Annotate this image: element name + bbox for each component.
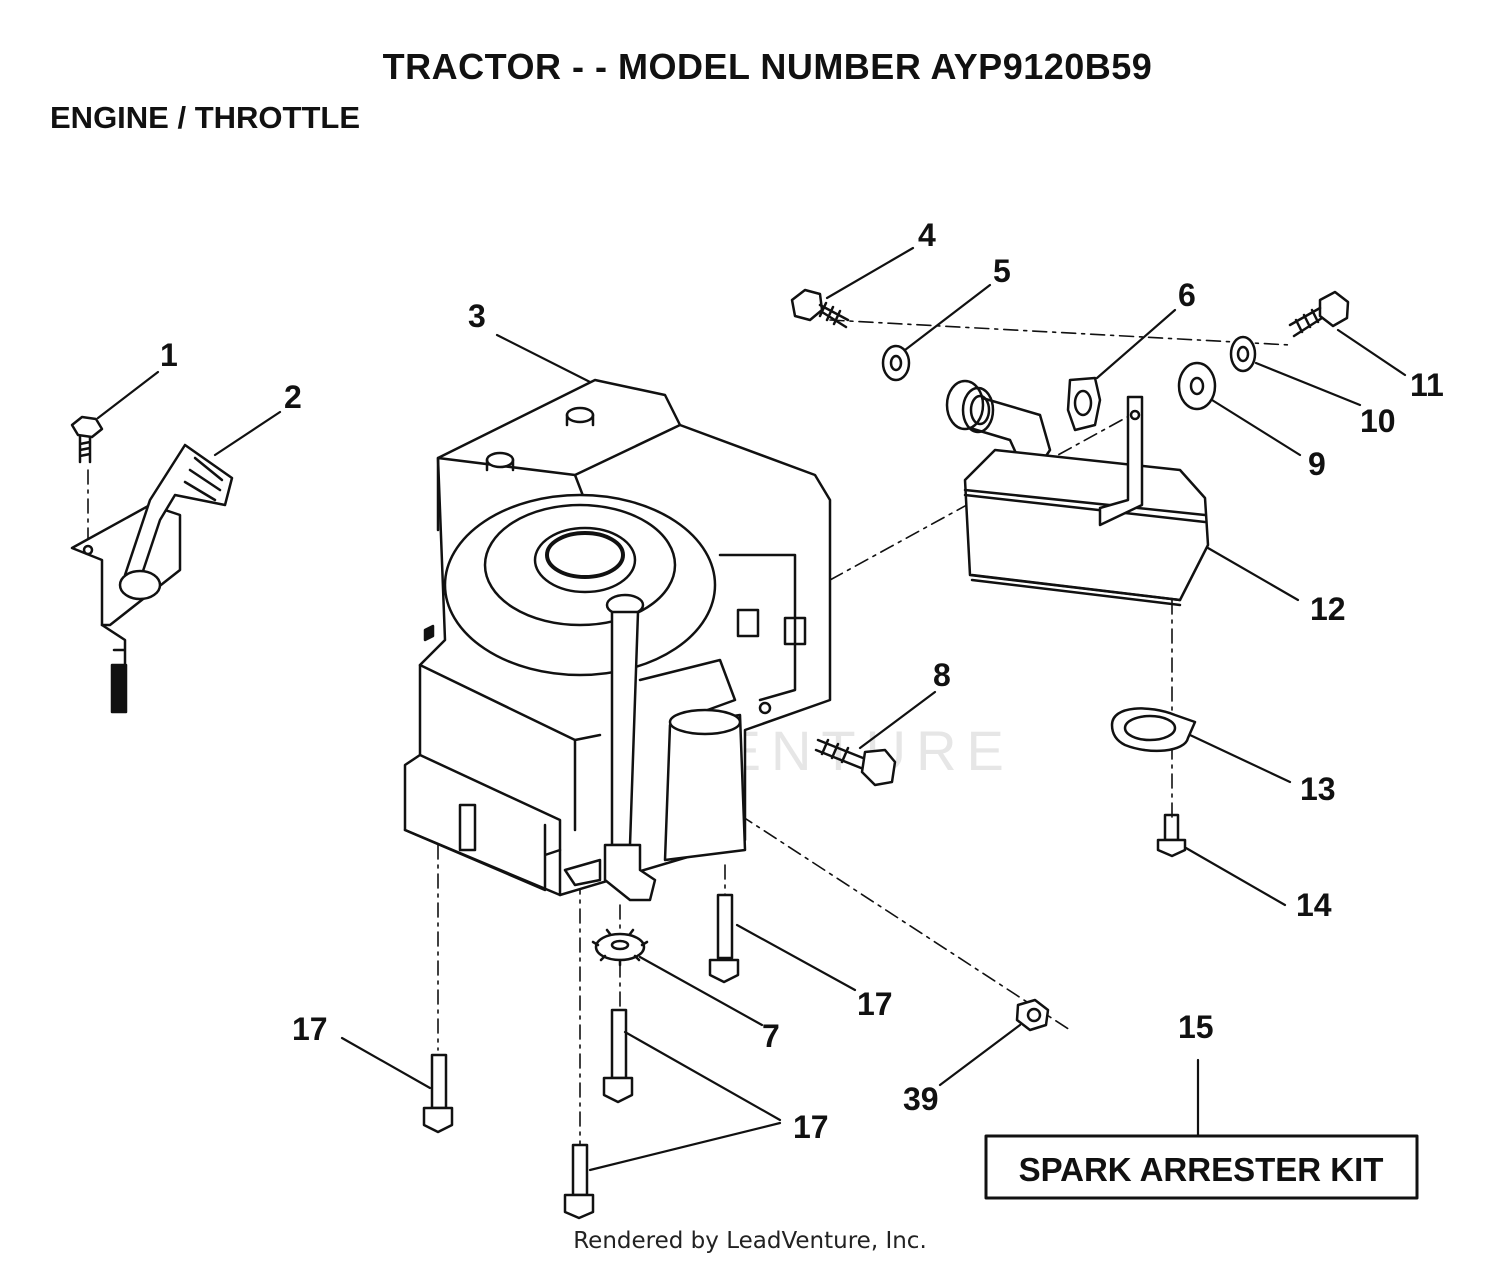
part-17-bolt-d (563, 1143, 595, 1220)
callout-11: 11 (1410, 367, 1444, 403)
part-5-washer (881, 344, 911, 382)
callout-3: 3 (468, 298, 486, 334)
part-4-bolt (790, 288, 850, 329)
part-17-bolt-b (422, 1053, 454, 1134)
callout-15: 15 (1178, 1009, 1214, 1045)
part-8-bolt (814, 738, 897, 787)
callout-9: 9 (1308, 446, 1326, 482)
part-17-bolt-a (708, 893, 740, 984)
callout-12: 12 (1310, 591, 1346, 627)
callout-1: 1 (160, 337, 178, 373)
callout-8: 8 (933, 657, 951, 693)
callout-7: 7 (762, 1018, 780, 1054)
part-9-washer (1177, 361, 1217, 411)
part-2-throttle-control (70, 443, 234, 714)
part-6-gasket (1066, 376, 1102, 432)
callout-4: 4 (918, 217, 936, 253)
callout-17-right: 17 (857, 986, 893, 1022)
section-title: ENGINE / THROTTLE (50, 100, 360, 135)
part-1-bolt (70, 415, 104, 464)
part-7-star-washer (591, 928, 649, 967)
part-3-engine (403, 378, 832, 902)
part-11-bolt (1288, 290, 1350, 338)
spark-arrester-kit-box (984, 1134, 1419, 1200)
part-14-screw (1156, 813, 1187, 858)
part-17-bolt-c (602, 1008, 634, 1104)
leader-lines (96, 246, 1407, 1172)
callout-17-left: 17 (292, 1011, 328, 1047)
diagram-title: TRACTOR - - MODEL NUMBER AYP9120B59 (382, 46, 1153, 87)
spark-arrester-kit-label: SPARK ARRESTER KIT (1019, 1151, 1384, 1188)
callout-6: 6 (1178, 277, 1196, 313)
callout-2: 2 (284, 379, 302, 415)
footer-credit: Rendered by LeadVenture, Inc. (573, 1228, 927, 1254)
callout-10: 10 (1360, 403, 1396, 439)
part-12-muffler (963, 395, 1210, 607)
callout-labels: 1 2 3 4 5 6 9 10 11 12 8 13 14 17 7 17 1… (160, 217, 1444, 1145)
callout-14: 14 (1296, 887, 1332, 923)
callout-17-bottom: 17 (793, 1109, 829, 1145)
callout-39: 39 (903, 1081, 939, 1117)
part-13-spark-screen (1110, 707, 1197, 753)
exhaust-elbow (945, 379, 1052, 467)
part-10-washer (1229, 335, 1257, 373)
callout-5: 5 (993, 253, 1011, 289)
part-39-nut (1015, 998, 1050, 1032)
callout-13: 13 (1300, 771, 1336, 807)
